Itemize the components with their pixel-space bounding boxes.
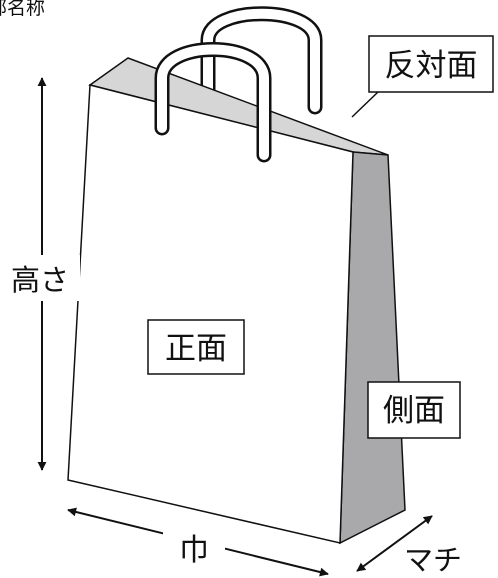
gusset-label: マチ	[404, 543, 462, 577]
side-label-box: 側面	[367, 381, 461, 439]
width-label: 巾	[179, 533, 209, 568]
back-label-box: 反対面	[368, 35, 494, 93]
back-handle	[200, 6, 323, 115]
side-label: 側面	[383, 393, 445, 429]
front-handle	[154, 42, 272, 163]
front-label-box: 正面	[147, 319, 245, 375]
front-panel	[67, 84, 354, 544]
height-label: 高さ	[11, 263, 69, 297]
back-label: 反対面	[385, 48, 478, 84]
back-callout-leader	[351, 91, 379, 118]
front-label: 正面	[165, 331, 227, 367]
gusset-arrow	[356, 515, 433, 572]
diagram-title: 部名称	[0, 0, 45, 19]
